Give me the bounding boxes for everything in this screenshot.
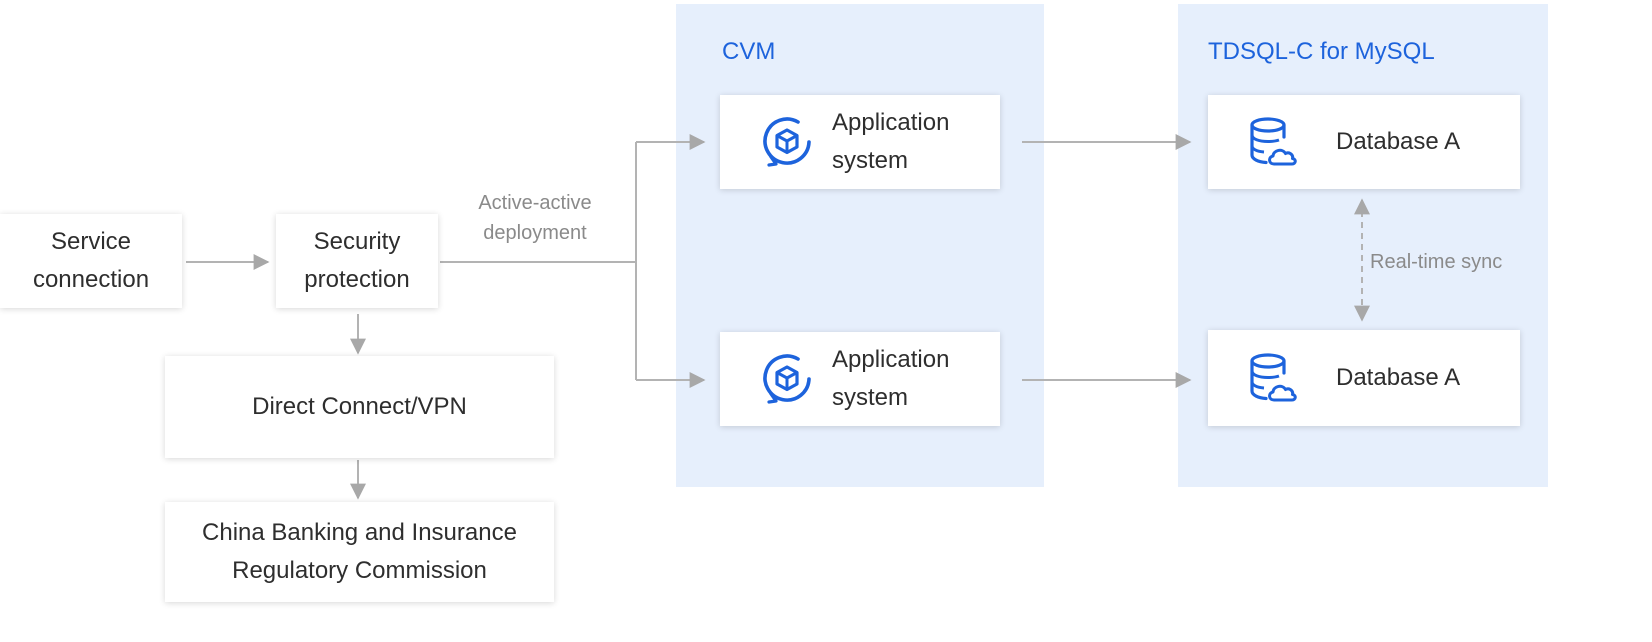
security-protection-label: Security protection [304,228,410,293]
tdsql-group-title: TDSQL-C for MySQL [1208,38,1435,65]
cloud-database-icon [1248,115,1298,169]
application-system-node-2: Application system [720,332,1000,426]
cbirc-node: China Banking and Insurance Regulatory C… [165,502,554,602]
application-system-icon [758,113,816,171]
database-label-1: Database A [1336,128,1461,155]
database-label-2: Database A [1336,364,1461,391]
database-node-1: Database A [1208,95,1520,189]
service-connection-label: Service connection [32,228,150,293]
service-connection-node: Service connection [0,214,182,308]
application-system-label-1: Application system [832,109,950,174]
cloud-database-icon [1248,351,1298,405]
active-active-label: Active-active deployment [478,192,592,244]
application-system-label-2: Application system [832,346,950,411]
database-node-2: Database A [1208,330,1520,426]
application-system-icon [758,350,816,408]
cbirc-label: China Banking and Insurance Regulatory C… [202,519,517,584]
direct-connect-label: Direct Connect/VPN [252,393,467,420]
realtime-sync-label: Real-time sync [1370,251,1503,273]
security-protection-node: Security protection [276,214,438,308]
direct-connect-node: Direct Connect/VPN [165,356,554,458]
application-system-node-1: Application system [720,95,1000,189]
cvm-group-title: CVM [722,38,776,65]
